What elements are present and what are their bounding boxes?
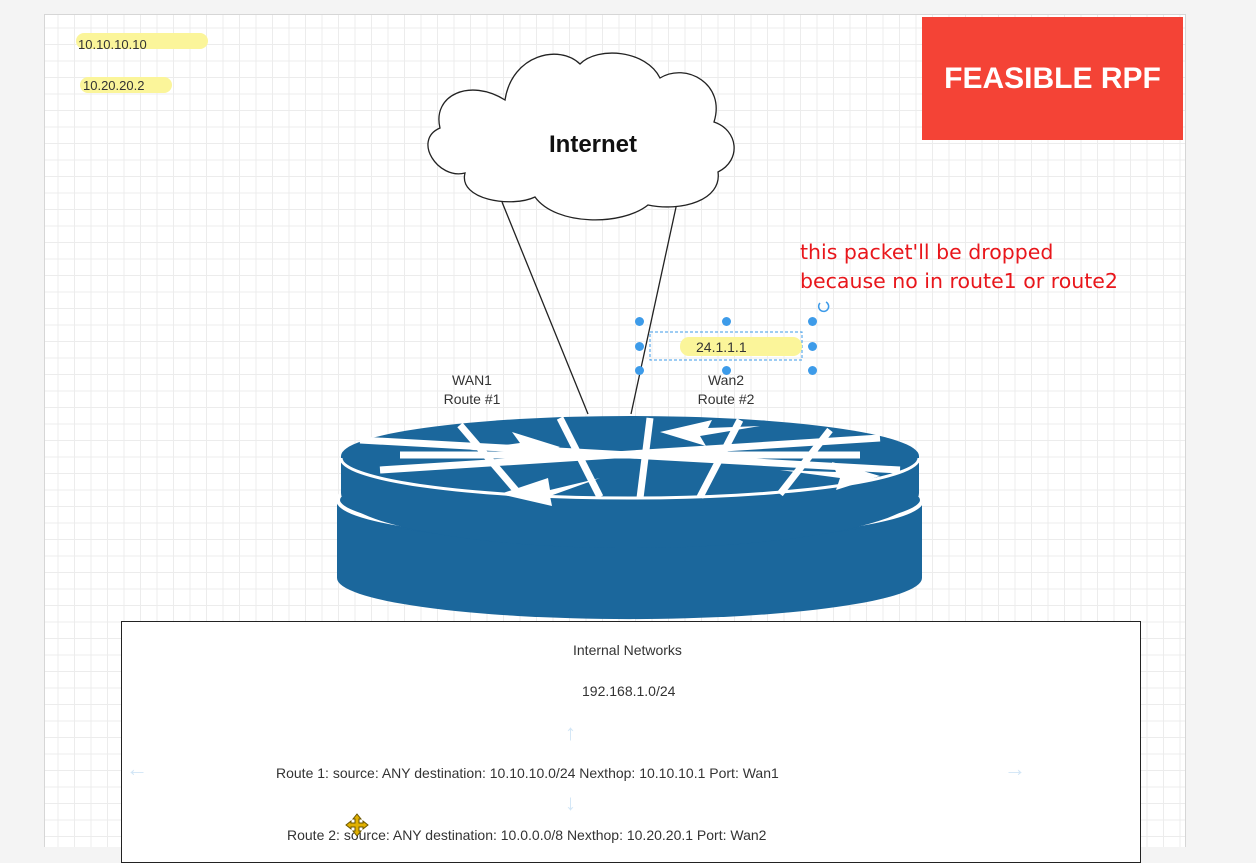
feasible-rpf-banner[interactable]: FEASIBLE RPF: [922, 17, 1183, 140]
packet-ip-label[interactable]: 24.1.1.1: [696, 339, 747, 355]
handle-tc[interactable]: [722, 317, 731, 326]
internal-title: Internal Networks: [573, 642, 682, 658]
wan1-link: [501, 201, 589, 415]
internet-label: Internet: [549, 131, 638, 158]
ip1-label[interactable]: 10.10.10.10: [78, 37, 147, 52]
handle-mr[interactable]: [808, 342, 817, 351]
arrow-up-icon[interactable]: ↑: [565, 720, 576, 745]
selection-box: [649, 331, 803, 361]
handle-bc[interactable]: [722, 366, 731, 375]
ip2-label[interactable]: 10.20.20.2: [83, 78, 145, 93]
wan1-label[interactable]: WAN1 Route #1: [432, 371, 512, 409]
internal-subnet: 192.168.1.0/24: [582, 683, 676, 699]
handle-ml[interactable]: [635, 342, 644, 351]
wan2-route: Route #2: [697, 391, 755, 407]
route2-text: Route 2: source: ANY destination: 10.0.0…: [287, 827, 766, 843]
wan2-label[interactable]: Wan2 Route #2: [686, 371, 766, 409]
handle-br[interactable]: [808, 366, 817, 375]
rotate-handle: [817, 301, 830, 313]
wan2-name: Wan2: [707, 372, 745, 388]
packet-highlight: [680, 337, 802, 356]
move-cursor-icon: [345, 813, 369, 837]
drop-note[interactable]: this packet'll be dropped because no in …: [800, 238, 1118, 296]
handle-tl[interactable]: [635, 317, 644, 326]
wan2-link: [630, 197, 679, 415]
route2-prefix: Route 2:: [287, 827, 340, 843]
ip2-highlight: [80, 77, 172, 93]
internet-cloud: [427, 52, 735, 221]
arrow-left-icon[interactable]: ←: [126, 756, 148, 781]
drop-note-line2: because no in route1 or route2: [800, 269, 1118, 293]
arrow-right-icon[interactable]: →: [1004, 756, 1026, 781]
route1-text: Route 1: source: ANY destination: 10.10.…: [276, 765, 779, 781]
drop-note-line1: this packet'll be dropped: [800, 240, 1054, 264]
handle-bl[interactable]: [635, 366, 644, 375]
wan1-route: Route #1: [443, 391, 501, 407]
wan1-name: WAN1: [452, 372, 492, 388]
handle-tr[interactable]: [808, 317, 817, 326]
arrow-down-icon[interactable]: ↓: [565, 790, 576, 815]
ip1-highlight: [76, 33, 208, 49]
internal-networks-box[interactable]: Internal Networks 192.168.1.0/24 Route 1…: [121, 621, 1141, 863]
route2-rest: source: ANY destination: 10.0.0.0/8 Next…: [343, 827, 767, 843]
router-icon: [336, 416, 924, 620]
